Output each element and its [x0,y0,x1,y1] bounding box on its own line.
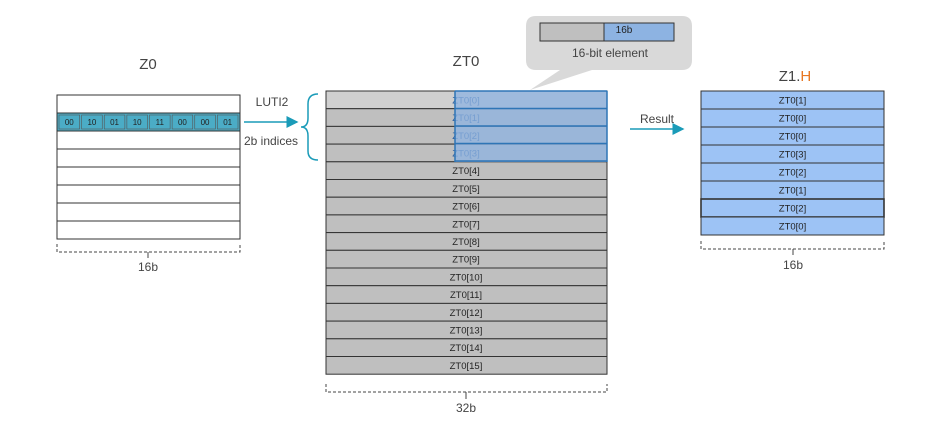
zt0-width-label: 32b [455,401,477,415]
zt0-row-label: ZT0[10] [450,272,483,283]
luti2-label: LUTI2 [255,95,289,109]
z1-width-bracket [700,241,885,250]
result-arrow-label: Result [639,112,674,126]
z1-register: ZT0[1] ZT0[0] ZT0[0] ZT0[3] ZT0[2] ZT0[1] ZT0[… [700,90,885,236]
zt0-highlight [454,90,608,162]
zt0-row-label: ZT0[8] [452,237,479,248]
z0-register: 00 10 01 10 11 00 00 01 [56,94,241,240]
z0-row [56,94,241,114]
z0-row [56,130,241,150]
z1-row-label: ZT0[3] [779,150,806,161]
z1-title-suffix: H [800,68,812,85]
z1-row [700,216,885,236]
callout-grey-half [539,22,605,42]
z1-title-main: Z1. [778,68,801,85]
z0-index-value: 10 [87,118,96,127]
z0-title: Z0 [139,56,157,73]
zt0-row-label: ZT0[4] [452,166,479,177]
z0-index-value: 00 [65,118,74,127]
z0-row [56,202,241,222]
callout-blue-half [603,22,675,42]
indices-label: 2b indices [243,134,299,148]
zt0-row-label: ZT0[9] [452,255,479,266]
z0-index-cell [81,114,103,130]
zt0-row-label: ZT0[6] [452,202,479,213]
zt0-row-label: ZT0[15] [450,361,483,372]
z0-index-cell [58,114,80,130]
zt0-row-label: ZT0[5] [452,184,479,195]
z1-row-label: ZT0[2] [779,204,806,215]
z1-row-label: ZT0[2] [779,168,806,179]
z0-index-cell [103,114,126,130]
zt0-row-label: ZT0[14] [450,343,483,354]
z0-index-value: 01 [223,118,232,127]
z0-index-value: 01 [110,118,119,127]
zt0-row-label: ZT0[7] [452,219,479,230]
zt0-row [325,356,608,375]
z1-row-label: ZT0[0] [779,114,806,125]
z0-row [56,220,241,240]
z0-index-cell [194,114,216,130]
zt0-width-bracket [325,384,608,393]
z1-row-label: ZT0[1] [779,186,806,197]
z1-row-label: ZT0[0] [779,132,806,143]
zt0-table: ZT0[0]ZT0[1]ZT0[2]ZT0[3]ZT0[4]ZT0[5]ZT0[… [325,90,608,375]
z0-index-cell [171,114,194,130]
z0-index-cell [217,114,239,130]
z1-row-label: ZT0[1] [779,96,806,107]
z0-index-value: 11 [156,118,165,127]
zt0-row-label: ZT0[13] [450,325,483,336]
z0-row [56,148,241,168]
z0-index-value: 00 [201,118,210,127]
z0-index-cell [126,114,148,130]
z0-index-value: 10 [133,118,142,127]
z1-row-label: ZT0[0] [779,222,806,233]
z1-width-label: 16b [782,258,804,272]
element-callout [526,16,692,90]
zt0-title: ZT0 [452,53,480,70]
index-brace [300,93,319,161]
callout-caption: 16-bit element [571,46,649,60]
z0-width-bracket [56,244,241,253]
z0-row [56,166,241,186]
callout-elem-label: 16b [615,25,633,36]
z0-width-label: 16b [137,260,159,274]
z0-index-value: 00 [178,118,187,127]
z0-index-cell [149,114,171,130]
zt0-row-label: ZT0[11] [450,290,482,301]
z1-title: Z1.H [760,68,830,85]
z0-row [56,184,241,204]
zt0-row-label: ZT0[12] [450,308,483,319]
